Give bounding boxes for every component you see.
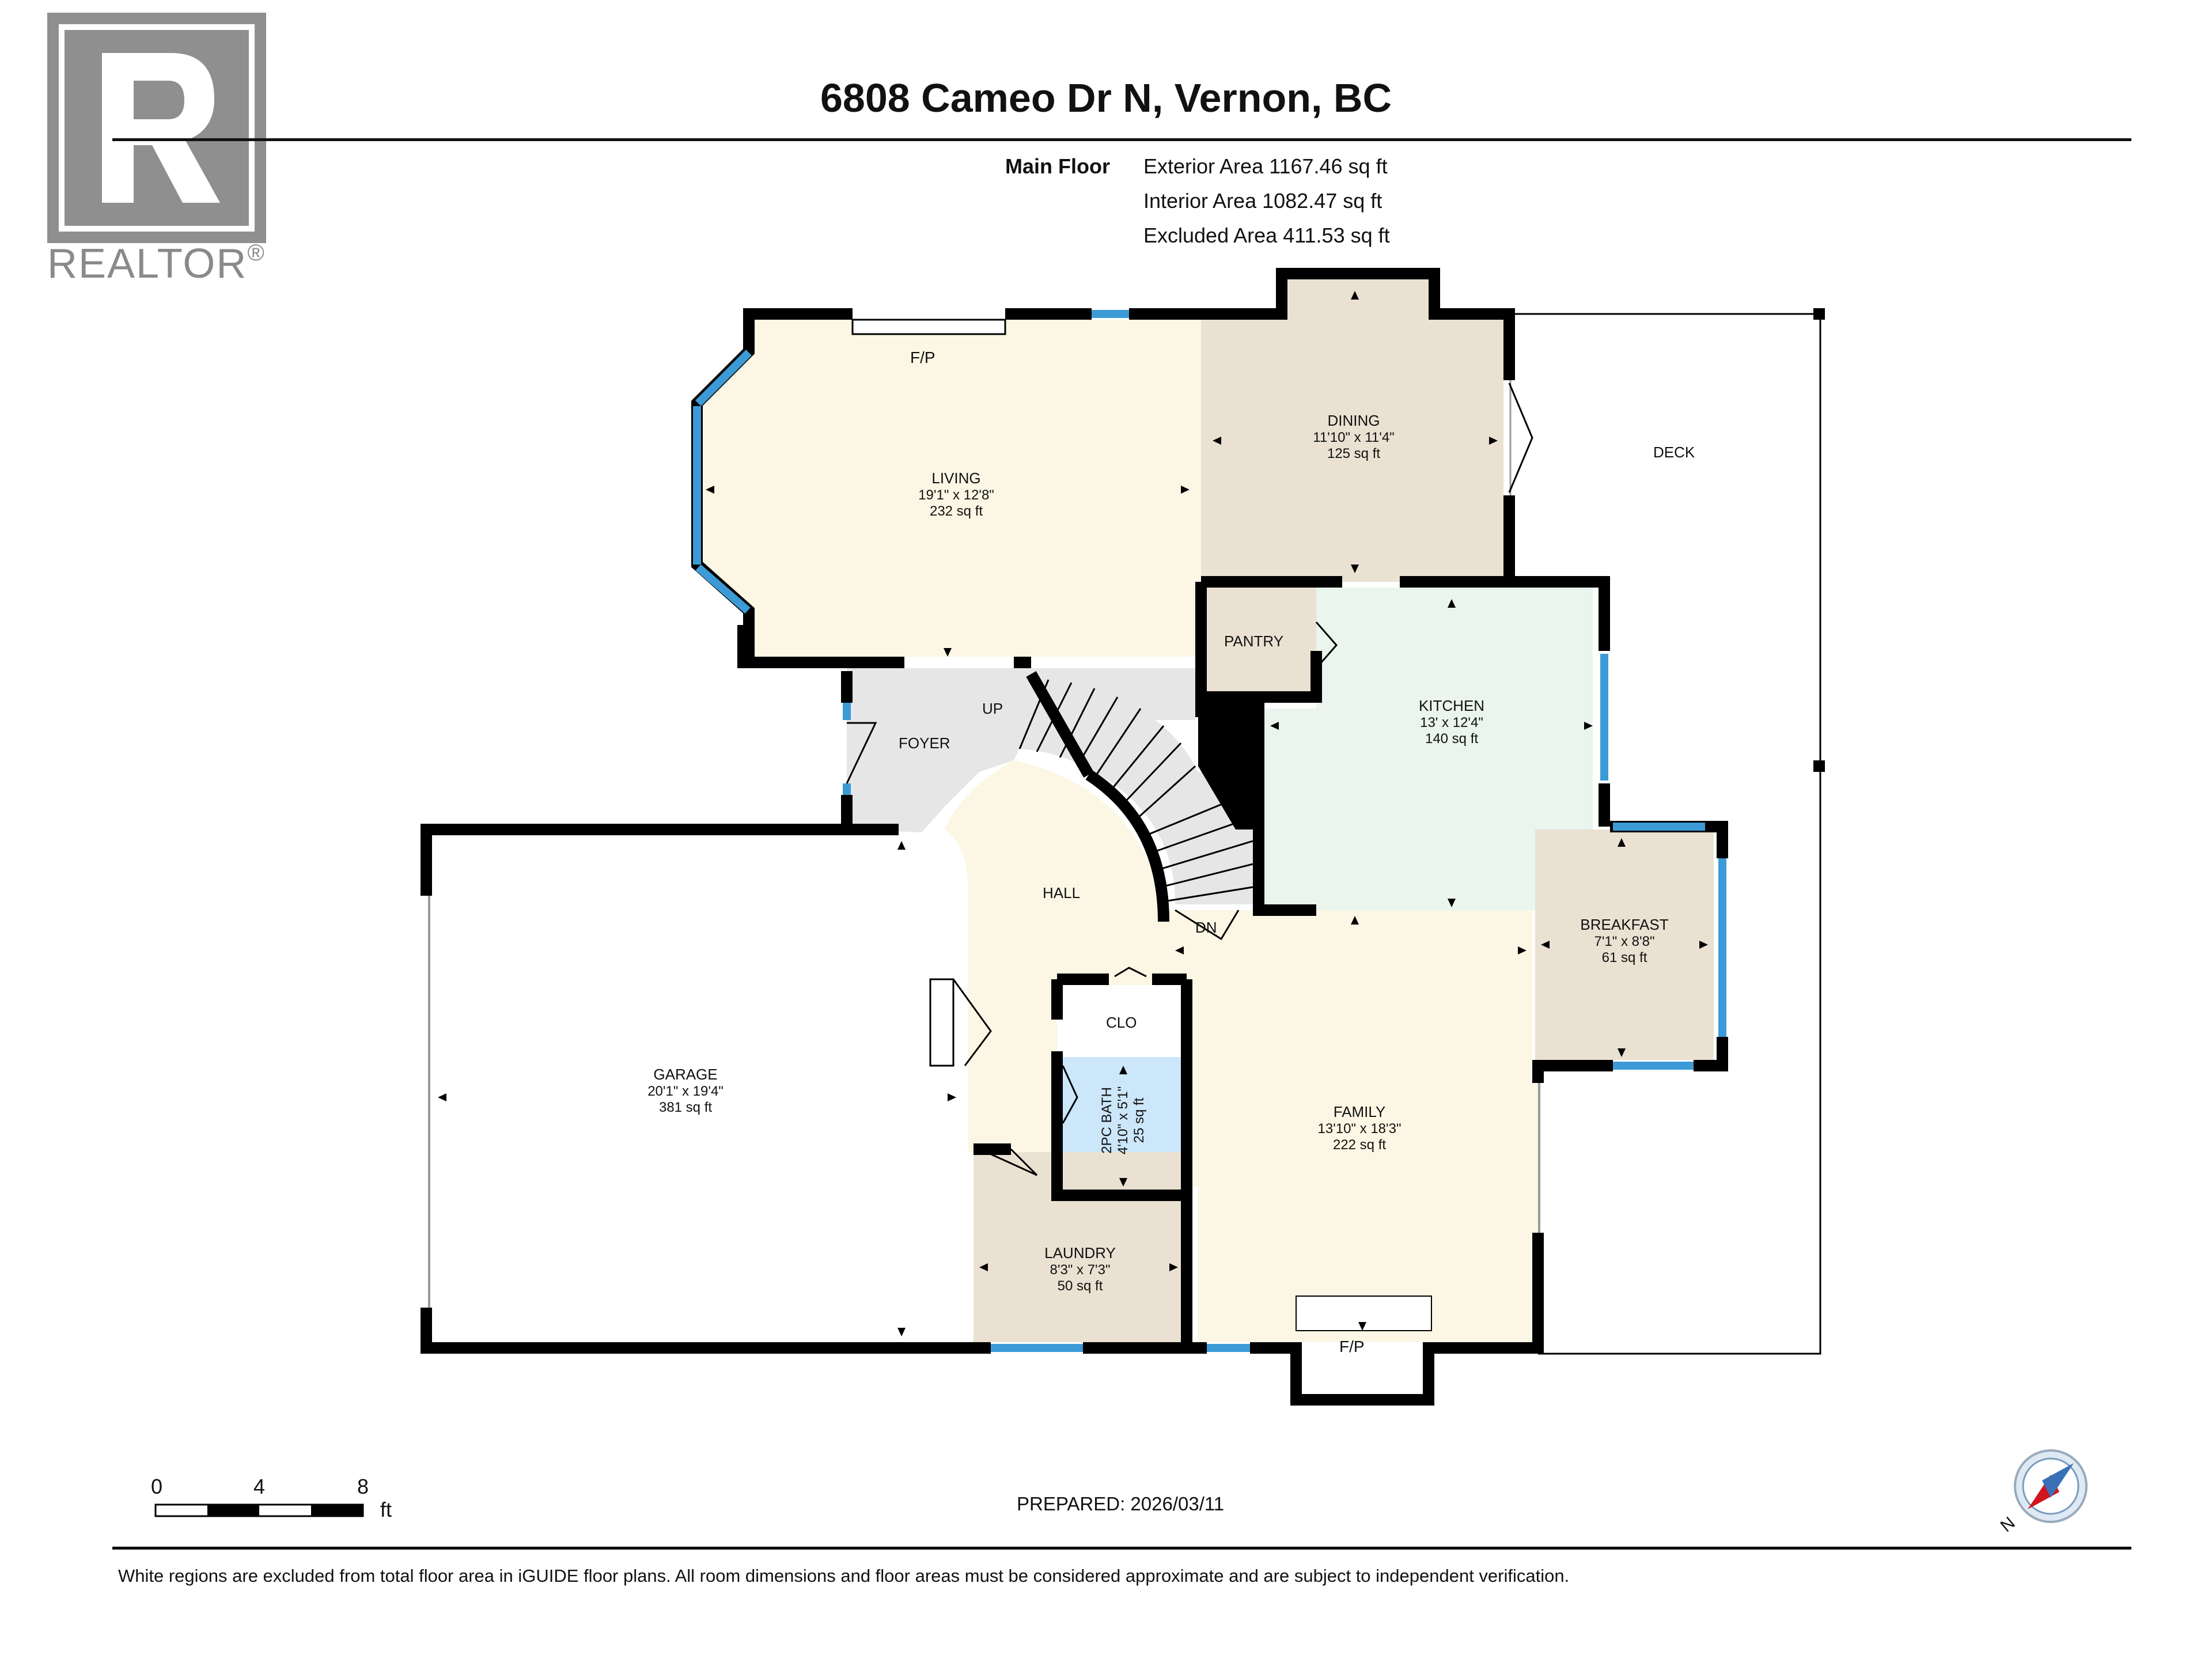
footnote: White regions are excluded from total fl… — [118, 1566, 1570, 1586]
doors — [846, 382, 1533, 1176]
breakfast-area: 61 sq ft — [1601, 950, 1647, 965]
living-floor — [697, 320, 1201, 657]
pantry-floor — [1201, 588, 1316, 691]
scale-tick-4: 4 — [253, 1475, 266, 1498]
stair-column — [1198, 697, 1259, 830]
footer-rule — [112, 1547, 2131, 1550]
walls — [421, 268, 1728, 1406]
page-title: 6808 Cameo Dr N, Vernon, BC — [820, 75, 1392, 120]
scale-tick-8: 8 — [357, 1475, 369, 1498]
living-area: 232 sq ft — [929, 503, 983, 519]
laundry-floor — [974, 1152, 1187, 1342]
fp-living-box — [851, 319, 1006, 335]
breakfast-name: BREAKFAST — [1580, 916, 1669, 933]
kitchen-label: KITCHEN 13' x 12'4" 140 sq ft — [1342, 697, 1561, 747]
scale-bar — [154, 1503, 364, 1517]
excluded-area: Excluded Area 411.53 sq ft — [1143, 224, 1390, 247]
bath-dims: 4'10" x 5'1" — [1115, 1086, 1131, 1155]
hall-label: HALL — [1043, 884, 1081, 902]
bath-label: 2PC BATH 4'10" x 5'1" 25 sq ft — [1099, 1051, 1147, 1190]
clo-label: CLO — [1106, 1014, 1137, 1031]
family-name: FAMILY — [1333, 1103, 1386, 1120]
stair-floor — [1014, 674, 1256, 904]
interior-area: Interior Area 1082.47 sq ft — [1143, 189, 1382, 213]
kitchen-floor — [1259, 588, 1593, 910]
stair-treads — [1018, 679, 1253, 903]
windows — [693, 310, 1726, 1352]
living-label: LIVING 19'1" x 12'8" 232 sq ft — [847, 469, 1066, 520]
scale-tick-0: 0 — [151, 1475, 163, 1498]
hall-floor — [945, 760, 1164, 1152]
breakfast-label: BREAKFAST 7'1" x 8'8" 61 sq ft — [1521, 916, 1728, 966]
clo-floor — [1063, 994, 1190, 1048]
bath-area: 25 sq ft — [1131, 1097, 1147, 1143]
fp-family-label: F/P — [1339, 1338, 1365, 1355]
realtor-r-logo-icon — [47, 13, 266, 243]
dining-floor — [1201, 276, 1503, 582]
registered-mark: ® — [247, 240, 264, 266]
laundry-area: 50 sq ft — [1057, 1278, 1103, 1294]
dining-dims: 11'10" x 11'4" — [1313, 430, 1395, 445]
bath-name: 2PC BATH — [1099, 1087, 1115, 1154]
pantry-label: PANTRY — [1224, 632, 1284, 650]
family-label: FAMILY 13'10" x 18'3" 222 sq ft — [1250, 1103, 1469, 1153]
realtor-logo: REALTOR® — [47, 13, 289, 289]
garage-name: GARAGE — [653, 1066, 718, 1083]
deck-outline — [1515, 313, 1821, 1355]
dimension-markers — [438, 291, 1708, 1336]
stairs-down-label: DN — [1195, 919, 1217, 936]
foyer-label: FOYER — [899, 734, 950, 752]
exterior-area: Exterior Area 1167.46 sq ft — [1143, 154, 1388, 178]
laundry-label: LAUNDRY 8'3" x 7'3" 50 sq ft — [974, 1244, 1187, 1294]
kitchen-dims: 13' x 12'4" — [1420, 715, 1483, 730]
prepared-date: PREPARED: 2026/03/11 — [1017, 1493, 1225, 1514]
kitchen-name: KITCHEN — [1418, 697, 1485, 714]
scale-unit: ft — [380, 1498, 392, 1521]
family-floor — [1164, 910, 1538, 1342]
realtor-wordmark: REALTOR — [47, 241, 248, 287]
breakfast-floor — [1535, 830, 1714, 1060]
floor-label: Main Floor — [1005, 154, 1110, 178]
kitchen-area: 140 sq ft — [1425, 731, 1479, 747]
dining-label: DINING 11'10" x 11'4" 125 sq ft — [1244, 412, 1463, 462]
stair-curve-wall — [1085, 770, 1169, 922]
living-name: LIVING — [931, 469, 981, 487]
compass-icon — [2014, 1449, 2088, 1523]
laundry-dims: 8'3" x 7'3" — [1050, 1262, 1111, 1278]
deck-label: DECK — [1653, 444, 1695, 461]
breakfast-dims: 7'1" x 8'8" — [1594, 934, 1655, 949]
family-dims: 13'10" x 18'3" — [1317, 1121, 1402, 1137]
dining-name: DINING — [1327, 412, 1380, 429]
stairs-up-label: UP — [982, 700, 1003, 717]
living-dims: 19'1" x 12'8" — [918, 487, 994, 503]
family-area: 222 sq ft — [1332, 1137, 1387, 1153]
title-underline — [112, 138, 2131, 141]
fp-living-label: F/P — [910, 349, 935, 366]
dining-area: 125 sq ft — [1327, 446, 1381, 461]
garage-area: 381 sq ft — [658, 1100, 713, 1115]
garage-label: GARAGE 20'1" x 19'4" 381 sq ft — [576, 1066, 795, 1116]
garage-dims: 20'1" x 19'4" — [647, 1084, 724, 1099]
laundry-name: LAUNDRY — [1044, 1244, 1116, 1262]
